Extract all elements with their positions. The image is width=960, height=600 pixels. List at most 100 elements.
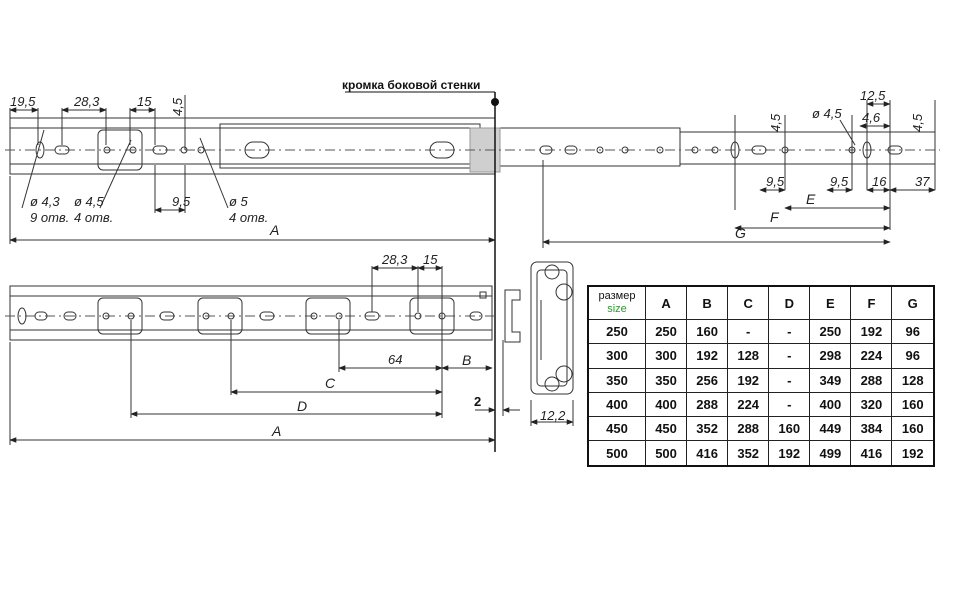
dim-16: 16 xyxy=(872,174,887,189)
size-label-en: size xyxy=(607,303,627,315)
dim-28-3: 28,3 xyxy=(73,94,100,109)
dim-F: F xyxy=(770,209,780,225)
table-header-row: размер size A B C D E F G xyxy=(587,285,935,320)
value-cell: 288 xyxy=(727,416,770,442)
dim-bottom-28-3: 28,3 xyxy=(381,252,408,267)
value-cell: 160 xyxy=(768,416,811,442)
value-cell: 192 xyxy=(891,440,935,467)
value-cell: 224 xyxy=(850,343,893,369)
value-cell: 300 xyxy=(644,343,688,369)
value-cell: - xyxy=(768,391,811,418)
value-cell: 349 xyxy=(809,367,852,393)
rail-profile-section xyxy=(504,261,574,426)
hole-4-5-label: ø 4,5 xyxy=(74,194,104,209)
hole-5-label: ø 5 xyxy=(229,194,249,209)
dim-right-4-5-b: 4,5 xyxy=(910,113,925,132)
header-D: D xyxy=(768,285,811,320)
dim-4-6: 4,6 xyxy=(862,110,881,125)
dim-15: 15 xyxy=(137,94,152,109)
value-cell: 352 xyxy=(686,416,729,442)
size-cell: 350 xyxy=(587,367,646,393)
header-B: B xyxy=(686,285,729,320)
value-cell: 400 xyxy=(809,391,852,418)
size-column-header: размер size xyxy=(587,285,646,320)
value-cell: 500 xyxy=(644,440,688,467)
value-cell: 96 xyxy=(891,318,935,345)
hole-4-5-count: 4 отв. xyxy=(74,210,113,225)
header-A: A xyxy=(644,285,688,320)
value-cell: 192 xyxy=(686,343,729,369)
dim-37: 37 xyxy=(915,174,930,189)
header-G: G xyxy=(891,285,935,320)
bottom-rail xyxy=(9,285,493,341)
dim-4-5-vertical: 4,5 xyxy=(170,97,185,116)
size-label-ru: размер xyxy=(598,290,636,302)
dim-bottom-15: 15 xyxy=(423,252,438,267)
dim-D: D xyxy=(297,398,307,414)
size-cell: 450 xyxy=(587,416,646,442)
value-cell: 224 xyxy=(727,391,770,418)
dim-gap-2: 2 xyxy=(474,394,481,409)
value-cell: 288 xyxy=(850,367,893,393)
top-view xyxy=(5,95,940,248)
value-cell: 416 xyxy=(686,440,729,467)
dim-12-5: 12,5 xyxy=(860,88,886,103)
value-cell: 298 xyxy=(809,343,852,369)
table-row: 250 250 160 - - 250 192 96 xyxy=(587,318,935,345)
bottom-holes xyxy=(17,291,487,335)
dim-E: E xyxy=(806,191,816,207)
value-cell: 256 xyxy=(686,367,729,393)
value-cell: 96 xyxy=(891,343,935,369)
dim-C: C xyxy=(325,375,336,391)
dim-right-4-5: 4,5 xyxy=(768,113,783,132)
value-cell: 384 xyxy=(850,416,893,442)
value-cell: 160 xyxy=(686,318,729,345)
size-cell: 400 xyxy=(587,391,646,418)
header-E: E xyxy=(809,285,852,320)
table-row: 300 300 192 128 - 298 224 96 xyxy=(587,343,935,369)
table-row: 500 500 416 352 192 499 416 192 xyxy=(587,440,935,467)
value-cell: 450 xyxy=(644,416,688,442)
table-row: 450 450 352 288 160 449 384 160 xyxy=(587,416,935,442)
dim-12-2: 12,2 xyxy=(540,408,566,423)
dim-G: G xyxy=(735,225,746,241)
value-cell: 416 xyxy=(850,440,893,467)
inner-rail xyxy=(479,127,681,167)
value-cell: 192 xyxy=(850,318,893,345)
dim-9-5-a: 9,5 xyxy=(766,174,785,189)
value-cell: 352 xyxy=(727,440,770,467)
size-cell: 500 xyxy=(587,440,646,467)
value-cell: 320 xyxy=(850,391,893,418)
value-cell: 350 xyxy=(644,367,688,393)
header-F: F xyxy=(850,285,893,320)
size-cell: 300 xyxy=(587,343,646,369)
size-spec-table: размер size A B C D E F G 250 250 160 - … xyxy=(587,285,935,467)
table-row: 350 350 256 192 - 349 288 128 xyxy=(587,367,935,393)
dim-9-5: 9,5 xyxy=(172,194,191,209)
hole-4-3-label: ø 4,3 xyxy=(30,194,60,209)
value-cell: 449 xyxy=(809,416,852,442)
dim-B: B xyxy=(462,352,471,368)
dim-A-bottom: A xyxy=(271,423,281,439)
value-cell: 499 xyxy=(809,440,852,467)
value-cell: 128 xyxy=(727,343,770,369)
value-cell: 160 xyxy=(891,416,935,442)
value-cell: - xyxy=(768,318,811,345)
value-cell: - xyxy=(727,318,770,345)
value-cell: 192 xyxy=(768,440,811,467)
value-cell: - xyxy=(768,367,811,393)
hole-right-4-5: ø 4,5 xyxy=(812,106,842,121)
table-row: 400 400 288 224 - 400 320 160 xyxy=(587,391,935,418)
hole-4-3-count: 9 отв. xyxy=(30,210,69,225)
middle-rail xyxy=(219,123,481,169)
value-cell: 250 xyxy=(809,318,852,345)
outer-rail xyxy=(9,117,496,175)
size-cell: 250 xyxy=(587,318,646,345)
value-cell: - xyxy=(768,343,811,369)
side-wall-edge xyxy=(345,91,499,452)
header-C: C xyxy=(727,285,770,320)
bottom-view xyxy=(5,265,520,445)
value-cell: 160 xyxy=(891,391,935,418)
value-cell: 288 xyxy=(686,391,729,418)
